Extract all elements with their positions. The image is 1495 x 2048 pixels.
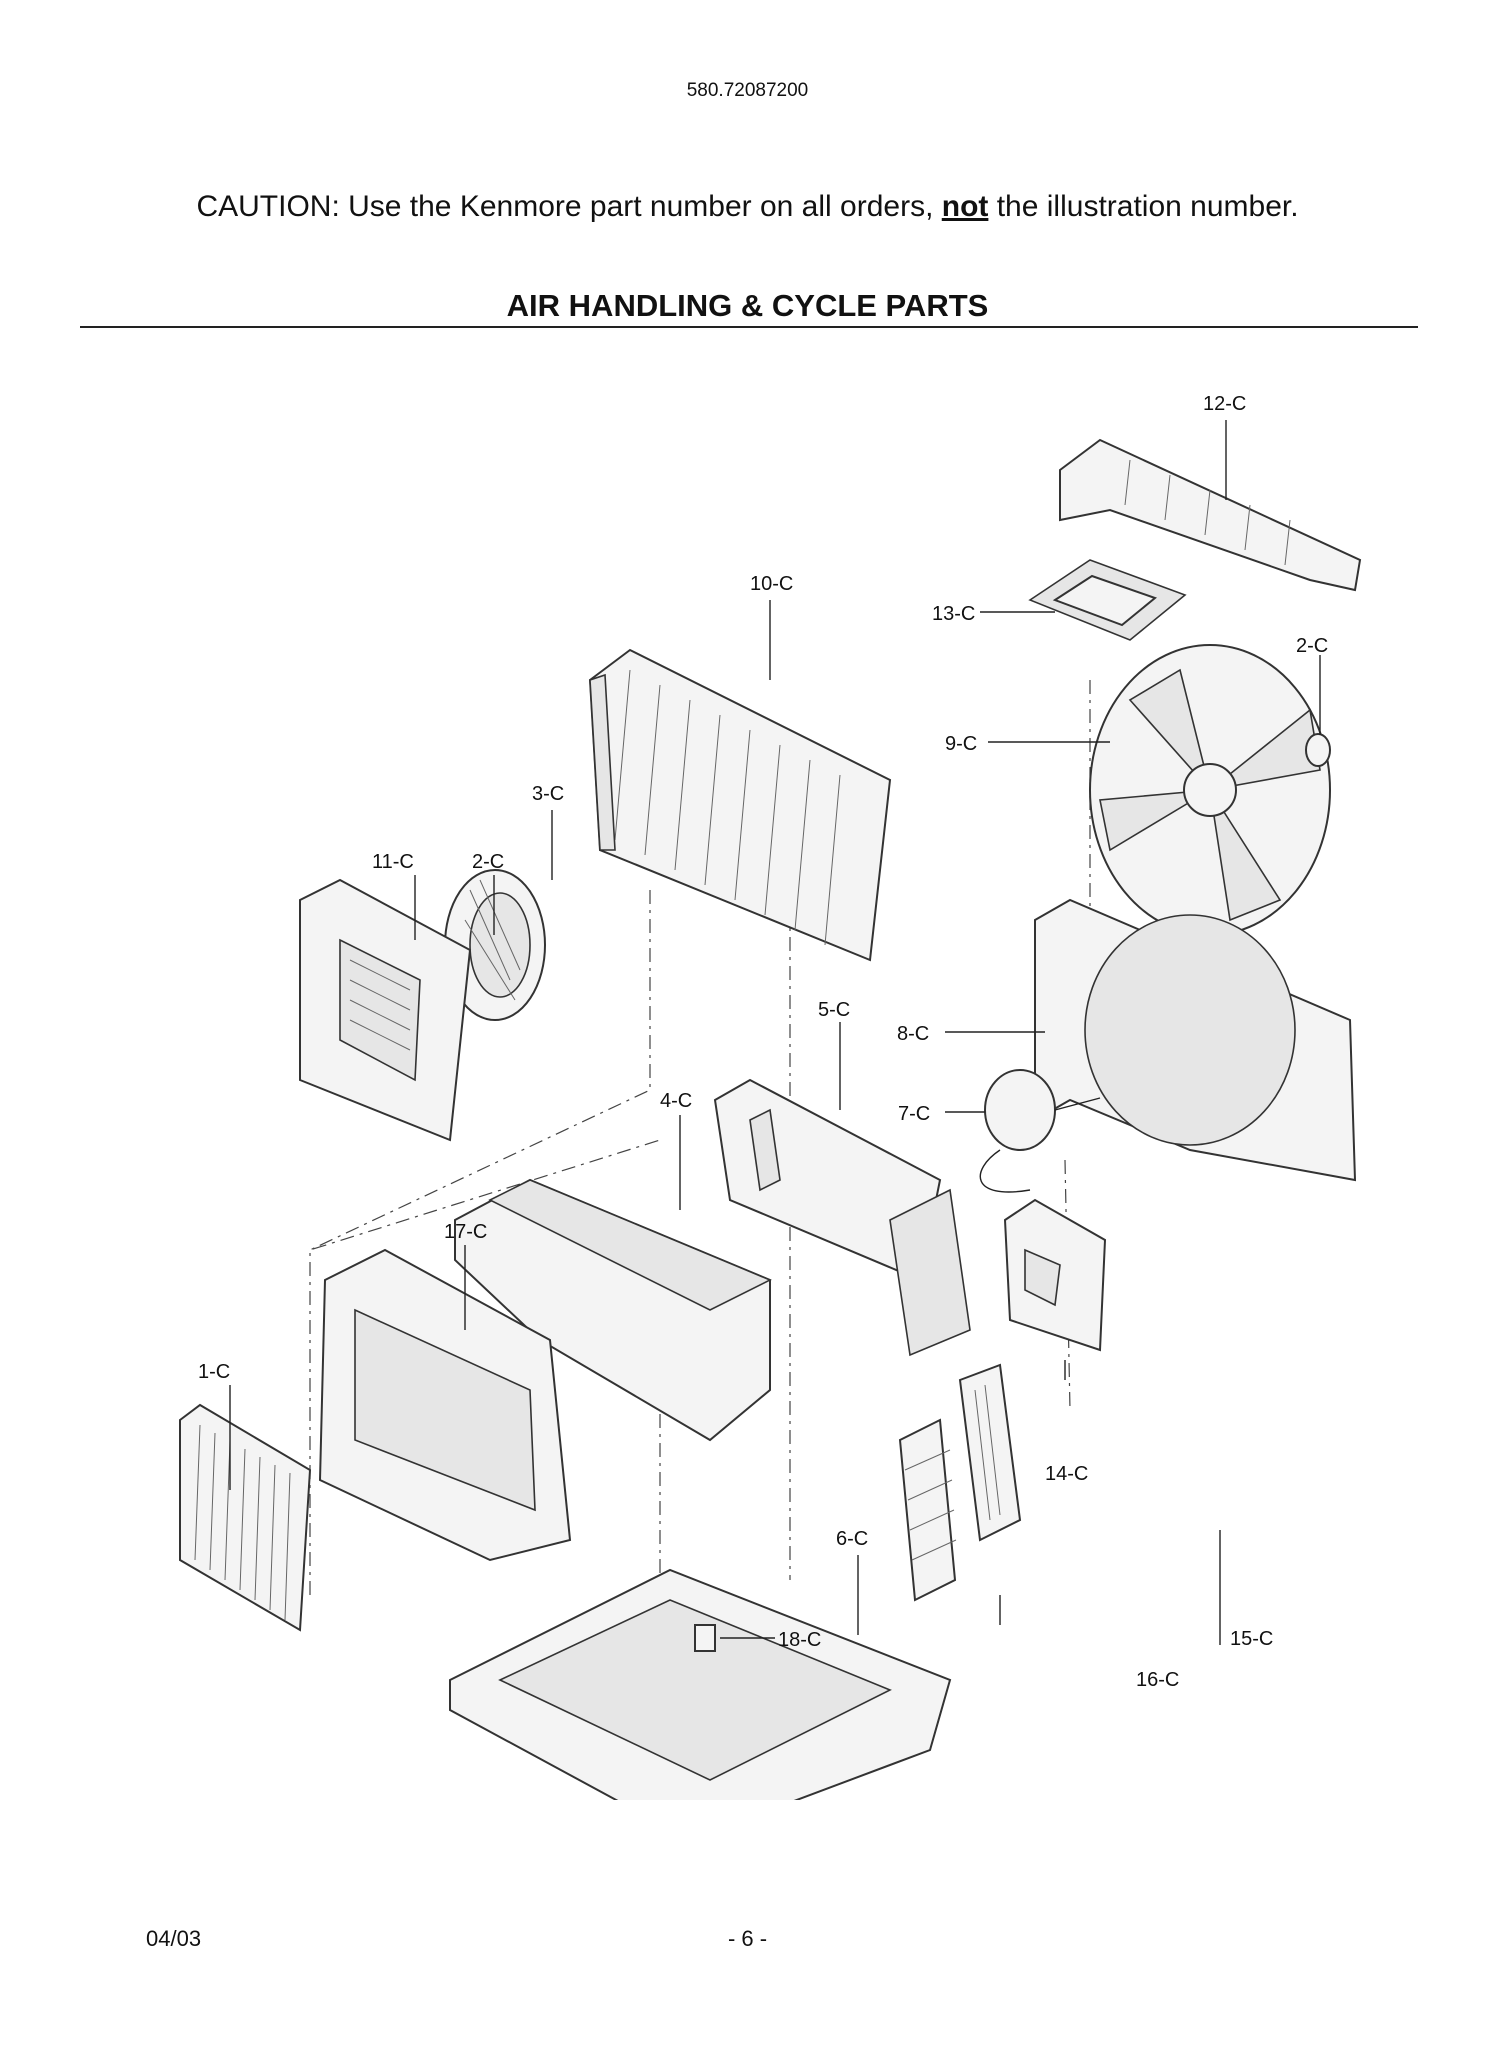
caution-emphasis: not [941, 190, 989, 223]
fan-clip-part [1305, 733, 1331, 767]
air-grille-part [898, 1418, 957, 1602]
section-title: AIR HANDLING & CYCLE PARTS [506, 288, 989, 323]
parts-illustration: 12-C 10-C 13-C 2-C 9-C 3-C 11-C 2-C 5-C … [179, 393, 1362, 1842]
title-divider [80, 326, 1418, 328]
callout-4c: 4-C [660, 1090, 692, 1112]
callout-15c: 15-C [1230, 1628, 1273, 1650]
exploded-parts-diagram: 12-C 10-C 13-C 2-C 9-C 3-C 11-C 2-C 5-C … [70, 380, 1430, 1842]
condenser-fan-part [1089, 644, 1331, 936]
callout-5c: 5-C [818, 999, 850, 1021]
callout-2c-left: 2-C [472, 851, 504, 873]
caution-prefix: CAUTION: Use the Kenmore part number on … [196, 190, 942, 223]
evaporator-coil-part [588, 648, 892, 962]
callout-labels: 12-C 10-C 13-C 2-C 9-C 3-C 11-C 2-C 5-C … [198, 393, 1328, 1691]
orifice-panel-part [299, 878, 472, 1142]
caution-notice: CAUTION: Use the Kenmore part number on … [0, 190, 1495, 224]
callout-7c: 7-C [898, 1103, 930, 1125]
callout-8c: 8-C [897, 1023, 929, 1045]
page-number: - 6 - [727, 1926, 768, 1951]
drain-part [694, 1624, 716, 1652]
callout-14c: 14-C [1045, 1463, 1088, 1485]
control-box-part [1003, 1198, 1107, 1352]
callout-18c: 18-C [778, 1629, 821, 1651]
callout-16c: 16-C [1136, 1669, 1179, 1691]
base-pan-part [449, 1568, 952, 1842]
bracket-part [1028, 559, 1187, 641]
model-number: 580.72087200 [686, 80, 809, 101]
callout-leader-lines [229, 420, 1321, 1645]
footer-date: 04/03 [146, 1926, 202, 1951]
callout-3c: 3-C [532, 783, 564, 805]
fan-motor-part [979, 1069, 1101, 1193]
callout-9c: 9-C [945, 733, 977, 755]
mounting-frame-part [318, 1248, 572, 1562]
callout-17c: 17-C [444, 1221, 487, 1243]
fan-shroud-part [1034, 898, 1357, 1182]
top-cover-part [1059, 438, 1362, 592]
condenser-coil-part [179, 1403, 312, 1632]
callout-12c: 12-C [1203, 393, 1246, 415]
callout-11c: 11-C [372, 851, 414, 873]
callout-6c: 6-C [836, 1528, 868, 1550]
louver-part [958, 1363, 1022, 1542]
callout-10c: 10-C [750, 573, 793, 595]
callout-2c-right: 2-C [1296, 635, 1328, 657]
callout-13c: 13-C [932, 603, 975, 625]
blower-wheel-part [444, 869, 546, 1021]
callout-1c: 1-C [198, 1361, 230, 1383]
air-duct-part [454, 1178, 772, 1442]
caution-suffix: the illustration number. [988, 190, 1299, 223]
partition-part [713, 1078, 942, 1282]
control-board-part [889, 1188, 971, 1357]
